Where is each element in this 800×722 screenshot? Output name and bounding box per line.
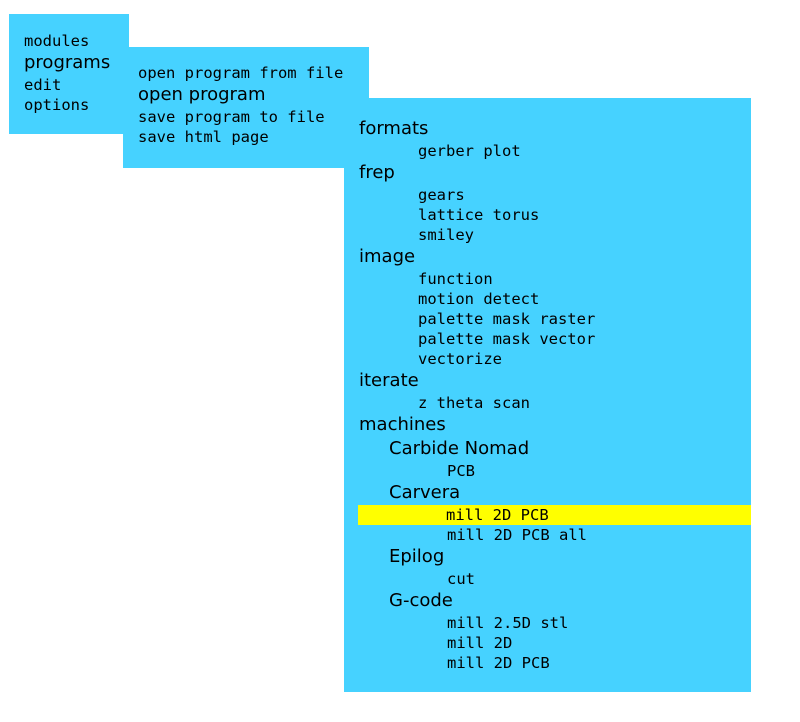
menu-category-machines: machines [359, 414, 446, 435]
menu-item-open-program[interactable]: open program [138, 84, 266, 105]
menu-item-gerber-plot[interactable]: gerber plot [418, 142, 521, 160]
menu-item-z-theta-scan[interactable]: z theta scan [418, 394, 530, 412]
menu-item-save-html-page[interactable]: save html page [138, 128, 269, 146]
menu-category-epilog: Epilog [389, 546, 445, 567]
menu-category-iterate: iterate [359, 370, 419, 391]
menu-item-mill-2d[interactable]: mill 2D [447, 634, 513, 652]
menu-item-palette-mask-vector[interactable]: palette mask vector [418, 330, 596, 348]
open-program-submenu: formats gerber plot frep gears lattice torus… [344, 98, 751, 692]
menu-item-function[interactable]: function [418, 270, 493, 288]
menu-item-smiley[interactable]: smiley [418, 226, 474, 244]
menu-item-gears[interactable]: gears [418, 186, 465, 204]
menu-item-modules[interactable]: modules [24, 32, 90, 50]
menu-item-palette-mask-raster[interactable]: palette mask raster [418, 310, 596, 328]
menu-item-mill-2d-pcb[interactable]: mill 2D PCB [447, 654, 550, 672]
menu-item-save-program-to-file[interactable]: save program to file [138, 108, 325, 126]
menu-item-motion-detect[interactable]: motion detect [418, 290, 540, 308]
menu-item-mill-2d-pcb-all[interactable]: mill 2D PCB all [447, 526, 587, 544]
menu-item-lattice-torus[interactable]: lattice torus [418, 206, 540, 224]
menu-item-mill-2d-pcb[interactable]: mill 2D PCB [358, 505, 751, 525]
menu-category-carvera: Carvera [389, 482, 461, 503]
menu-category-image: image [359, 246, 416, 267]
menu-item-open-program-from-file[interactable]: open program from file [138, 64, 344, 82]
menu-item-edit[interactable]: edit [24, 76, 62, 94]
menu-item-vectorize[interactable]: vectorize [418, 350, 502, 368]
top-menu: modules programs edit options [9, 14, 129, 134]
menu-item-cut[interactable]: cut [447, 570, 475, 588]
menu-category-formats: formats [359, 118, 429, 139]
menu-item-mill-2-5d-stl[interactable]: mill 2.5D stl [447, 614, 569, 632]
menu-item-programs[interactable]: programs [24, 52, 111, 73]
menu-category-frep: frep [359, 162, 395, 183]
menu-category-carbide-nomad: Carbide Nomad [389, 438, 530, 459]
menu-category-g-code: G-code [389, 590, 453, 611]
menu-item-pcb[interactable]: PCB [447, 462, 475, 480]
menu-item-options[interactable]: options [24, 96, 90, 114]
programs-submenu: open program from file open program save… [123, 47, 369, 168]
